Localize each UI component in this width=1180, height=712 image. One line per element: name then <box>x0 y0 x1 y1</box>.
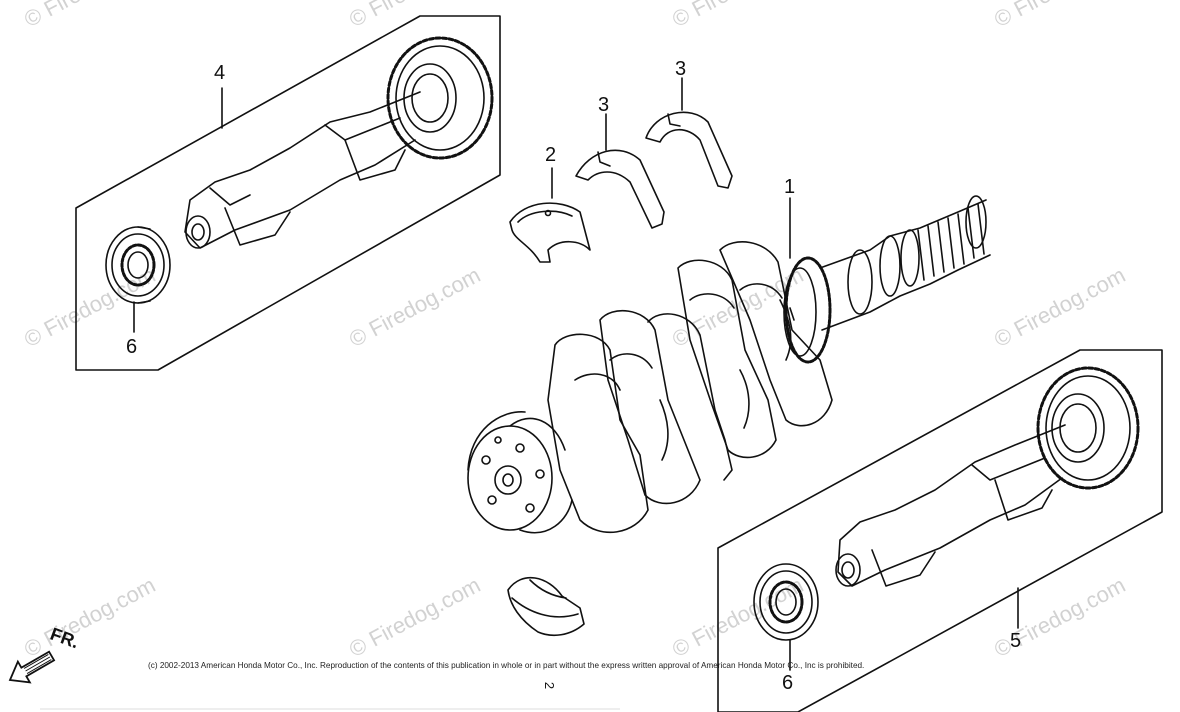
callout-3b: 3 <box>675 58 687 80</box>
balancer-shaft-bottom <box>837 424 1066 587</box>
footer-rule <box>40 708 620 710</box>
callout-1: 1 <box>784 176 796 198</box>
callout-6-bottom: 6 <box>782 672 794 694</box>
balancer-shaft-top <box>184 91 421 249</box>
callout-2-bottom: 2 <box>542 681 558 690</box>
ball-bearing-top <box>105 226 171 304</box>
balancer-gear-top <box>386 36 494 160</box>
callout-6-top: 6 <box>126 336 138 358</box>
crankshaft <box>467 195 991 534</box>
balancer-gear-bottom <box>1036 366 1140 490</box>
bearing-shell-3b <box>645 111 733 189</box>
callout-5: 5 <box>1010 630 1022 652</box>
callout-2-top: 2 <box>545 144 557 166</box>
callout-4: 4 <box>214 62 226 84</box>
callout-3a: 3 <box>598 94 610 116</box>
front-direction-arrow <box>8 650 56 684</box>
bearing-shell-2-lower <box>507 576 585 637</box>
assembly-box-top-left <box>75 15 501 371</box>
assembly-box-bottom-right <box>717 349 1163 712</box>
bearing-shell-3a <box>575 149 665 229</box>
ball-bearing-bottom <box>753 563 819 641</box>
copyright-notice: (c) 2002-2013 American Honda Motor Co., … <box>148 661 865 670</box>
bearing-shell-2 <box>509 202 591 263</box>
